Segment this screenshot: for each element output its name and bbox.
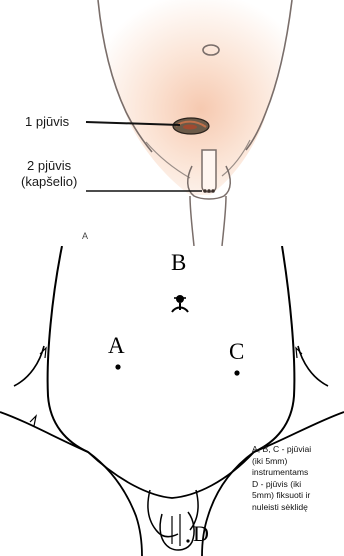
panel-a-corner-letter: A — [82, 232, 88, 241]
port-a-dot — [115, 364, 120, 369]
left-thigh-inner — [190, 196, 194, 246]
legend-line: D - pjūvis (iki — [252, 479, 344, 491]
port-d-dot — [186, 539, 189, 542]
port-legend: A, B, C - pjūviai (iki 5mm) instrumentam… — [252, 444, 344, 514]
legend-line: instrumentams — [252, 467, 344, 479]
incision-2-label-line2: (kapšelio) — [21, 175, 77, 188]
legend-line: A, B, C - pjūviai — [252, 444, 344, 456]
right-thigh-inner — [222, 196, 226, 246]
incision-1-mark — [173, 118, 209, 134]
umbilicus-port-b-mark — [172, 295, 188, 312]
legend-line: nuleisti sėklidę — [252, 502, 344, 514]
incision-1-label: 1 pjūvis — [25, 115, 69, 128]
left-thigh-contour — [0, 412, 142, 556]
left-flank-crease — [14, 346, 44, 386]
panel-a-groin-incision-diagram: 1 pjūvis 2 pjūvis (kapšelio) A — [0, 0, 344, 246]
penis-outline — [202, 150, 216, 192]
port-c-label: C — [229, 340, 244, 363]
incision-2-mark — [203, 189, 215, 193]
port-b-label: B — [171, 251, 186, 274]
port-c-dot — [234, 370, 239, 375]
right-flank-crease — [298, 346, 328, 386]
abdomen-skin-region — [98, 0, 292, 195]
port-a-label: A — [108, 334, 125, 357]
port-d-label: D — [193, 523, 209, 545]
abdomen-right-contour — [254, 246, 294, 452]
abdomen-left-contour — [48, 246, 88, 452]
penis-lines — [172, 514, 180, 546]
scrotum-contour — [160, 512, 194, 550]
legend-line: 5mm) fiksuoti ir — [252, 490, 344, 502]
legend-line: (iki 5mm) — [252, 456, 344, 468]
panel-b-laparoscopic-port-diagram: B A C D A, B, C - pjūviai (iki 5mm) inst… — [0, 246, 344, 556]
incision-2-label-line1: 2 pjūvis — [27, 159, 71, 172]
